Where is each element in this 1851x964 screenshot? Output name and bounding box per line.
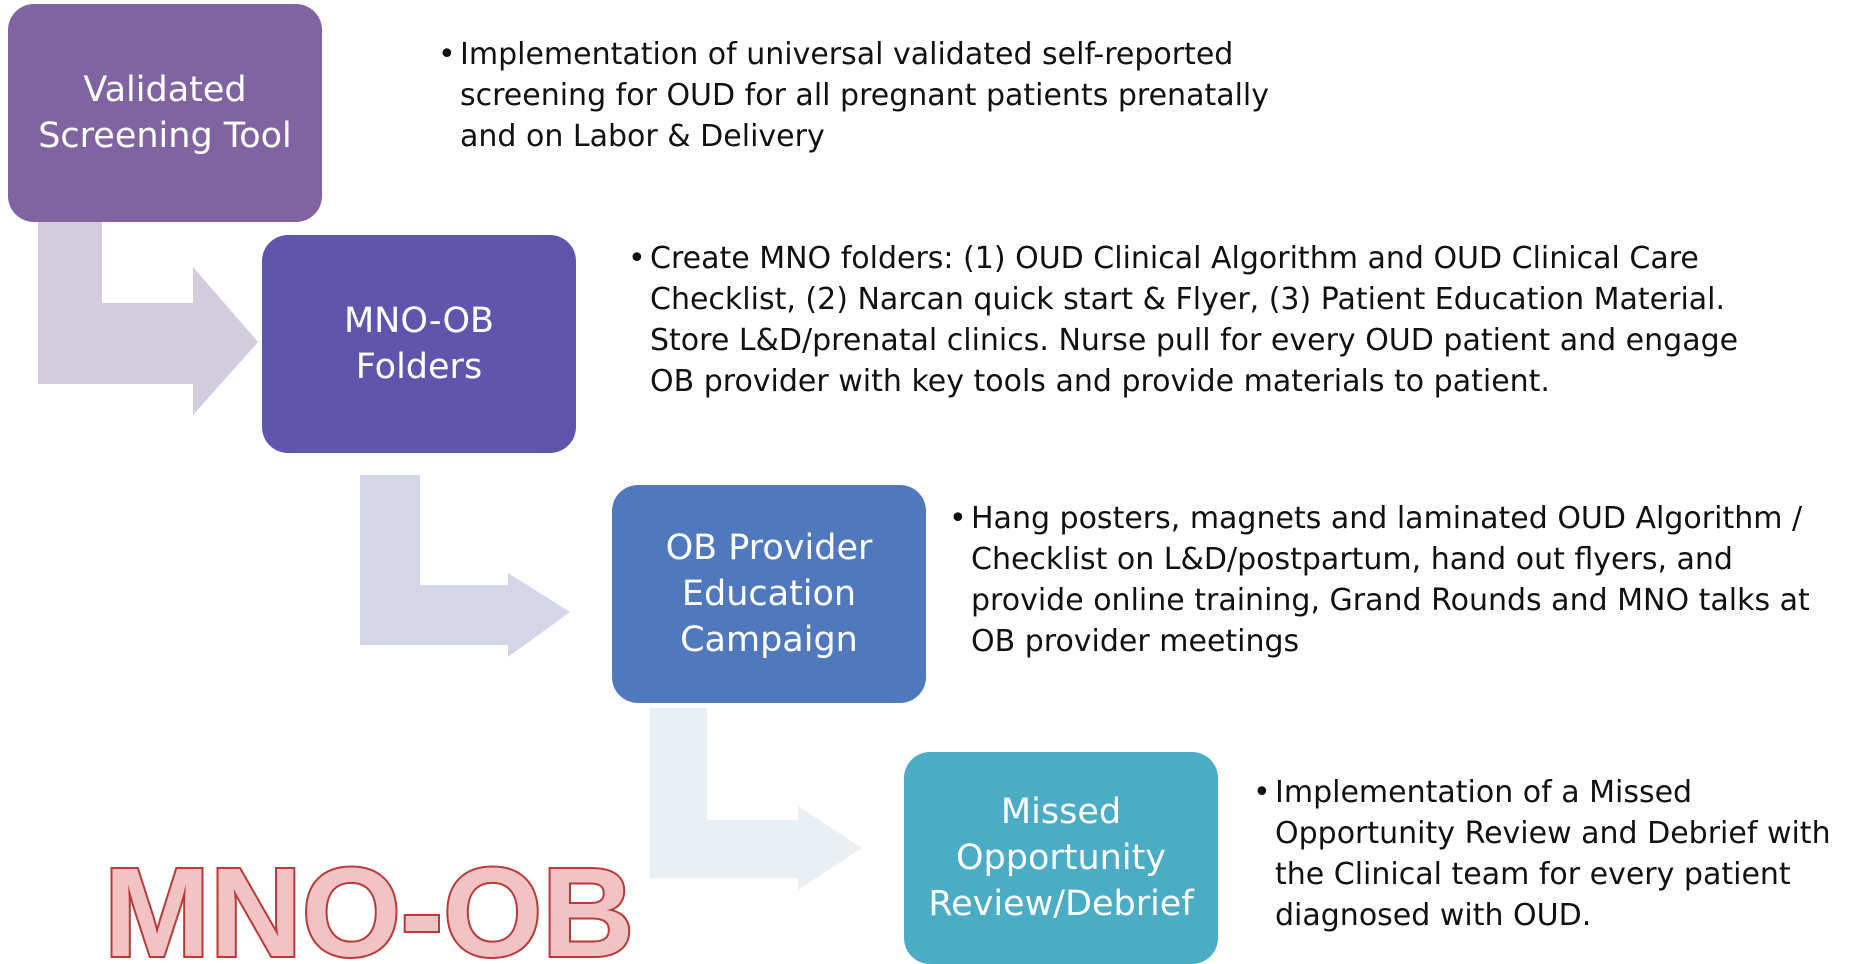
bullet-icon: •	[949, 501, 967, 536]
flow-arrow-1	[38, 190, 258, 415]
step-description-folders: • Create MNO folders: (1) OUD Clinical A…	[628, 238, 1780, 402]
description-text: Hang posters, magnets and laminated OUD …	[971, 501, 1810, 659]
step-label-folders: MNO-OB Folders	[343, 301, 495, 387]
description-text: Create MNO folders: (1) OUD Clinical Alg…	[650, 241, 1739, 399]
bullet-icon: •	[438, 37, 456, 72]
mno-ob-logo: MNO-OB	[104, 852, 636, 964]
bullet-icon: •	[628, 241, 646, 276]
step-description-screening: • Implementation of universal validated …	[438, 34, 1300, 157]
bullet-icon: •	[1253, 775, 1271, 810]
flow-arrow-3	[650, 708, 862, 890]
description-text: Implementation of universal validated se…	[460, 37, 1270, 154]
logo-text: MNO-OB	[104, 852, 634, 964]
step-box-folders: MNO-OB Folders	[262, 235, 576, 453]
flow-arrow-2	[360, 475, 570, 657]
arrow-shape	[38, 190, 258, 415]
step-label-review: Missed Opportunity Review/Debrief	[928, 792, 1194, 924]
step-box-education: OB Provider Education Campaign	[612, 485, 926, 703]
step-label-screening: Validated Screening Tool	[38, 70, 292, 156]
step-box-screening: Validated Screening Tool	[8, 4, 322, 222]
arrow-shape	[650, 708, 862, 890]
step-description-education: • Hang posters, magnets and laminated OU…	[949, 498, 1821, 662]
step-description-review: • Implementation of a Missed Opportunity…	[1253, 772, 1845, 936]
step-box-review: Missed Opportunity Review/Debrief	[904, 752, 1218, 964]
description-text: Implementation of a Missed Opportunity R…	[1275, 775, 1831, 933]
step-label-education: OB Provider Education Campaign	[665, 528, 873, 660]
arrow-shape	[360, 475, 570, 657]
